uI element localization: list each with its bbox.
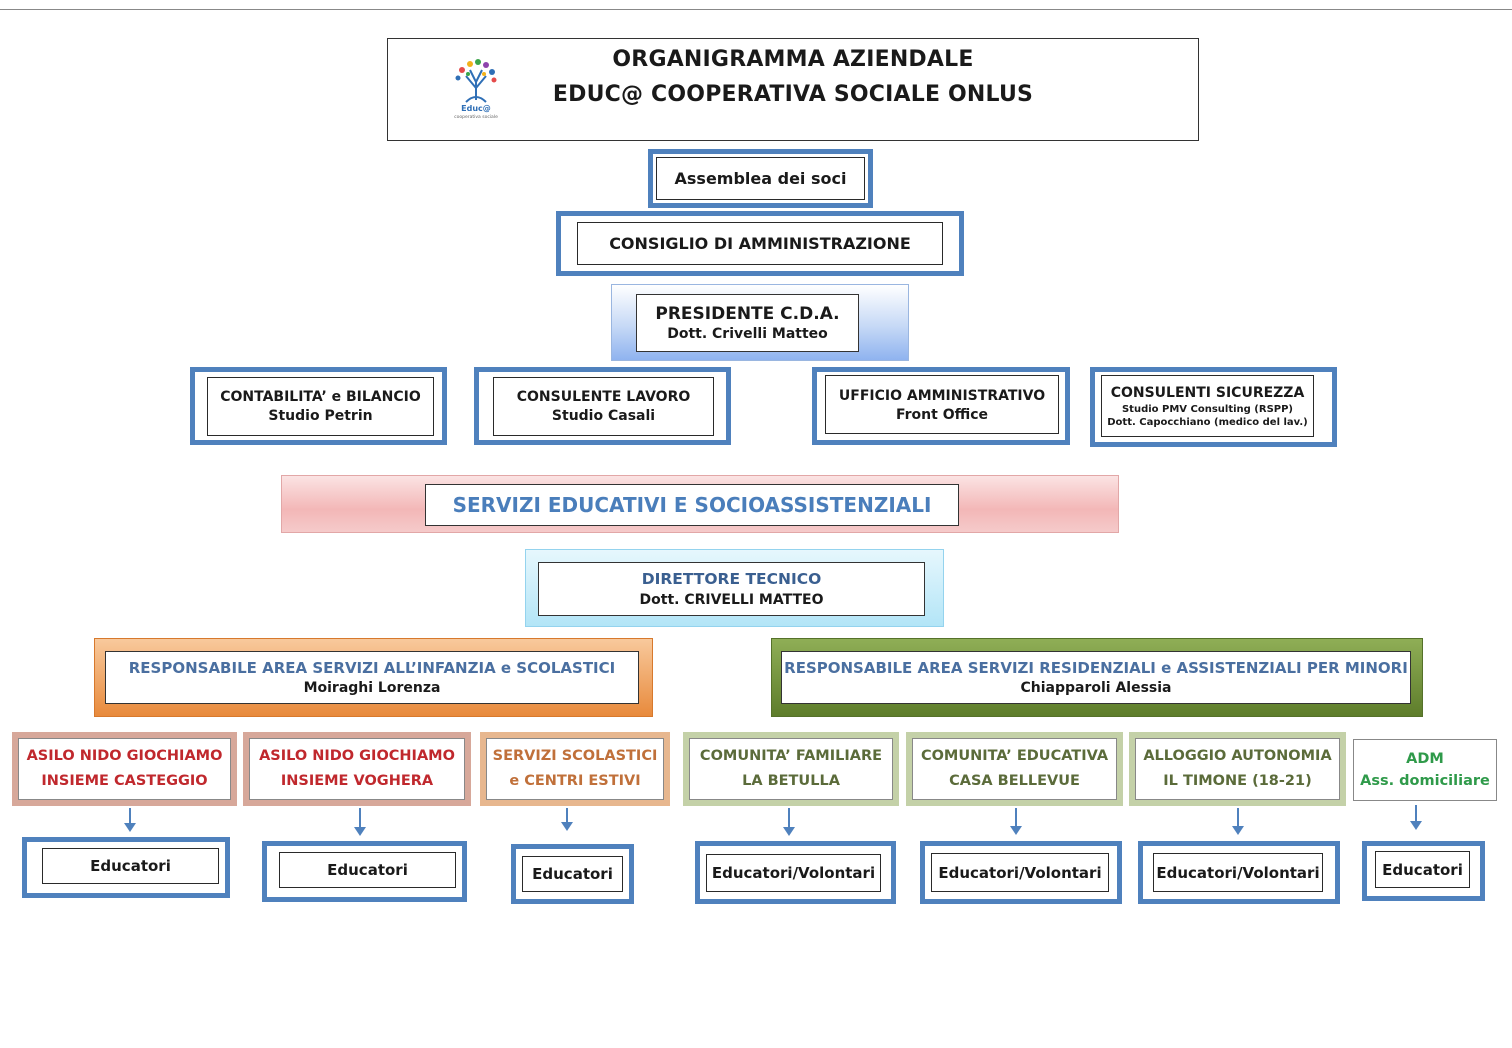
service-line-1: ASILO NIDO GIOCHIAMO [259,748,455,764]
staff-label: Educatori/Volontari [931,853,1109,892]
service-line-1: ALLOGGIO AUTONOMIA [1143,748,1332,764]
staff-label: Educatori [522,856,623,892]
consiglio-box: CONSIGLIO DI AMMINISTRAZIONE [556,211,964,276]
consiglio-label: CONSIGLIO DI AMMINISTRAZIONE [577,222,943,265]
service-box-il-timone: ALLOGGIO AUTONOMIA IL TIMONE (18-21) [1129,732,1346,806]
service-line-1: ASILO NIDO GIOCHIAMO [26,748,223,764]
arrow-down-icon [1232,826,1244,835]
arrow-down-icon [783,827,795,836]
service-line-2: LA BETULLA [742,773,840,789]
service-box-adm: ADM Ass. domiciliare [1353,739,1497,801]
presidente-box: PRESIDENTE C.D.A. Dott. Crivelli Matteo [611,284,909,361]
staff-title: CONSULENTE LAVORO [516,389,691,405]
service-line-1: COMUNITA’ FAMILIARE [699,748,883,764]
arrow-down-icon [1010,826,1022,835]
logo-subtext: cooperativa sociale [454,114,498,120]
staff-box-consulenti-sicurezza: CONSULENTI SICUREZZA Studio PMV Consulti… [1090,367,1337,447]
staff-sub: Front Office [895,407,989,423]
staff-label: Educatori [279,852,456,888]
arrow-down-icon [1410,821,1422,830]
top-rule [0,9,1512,10]
service-box-servizi-scolastici: SERVIZI SCOLASTICI e CENTRI ESTIVI [480,732,670,806]
area-title: RESPONSABILE AREA SERVIZI RESIDENZIALI e… [784,659,1408,677]
staff-box-educatori-volontari: Educatori/Volontari [695,841,896,904]
area-title: RESPONSABILE AREA SERVIZI ALL’INFANZIA e… [128,659,616,677]
arrow-connector [359,808,361,828]
chart-title: ORGANIGRAMMA AZIENDALE [612,47,974,72]
assemblea-label: Assemblea dei soci [656,157,865,200]
arrow-down-icon [354,827,366,836]
staff-label: Educatori/Volontari [706,854,881,892]
staff-sub-2: Dott. Capocchiano (medico del lav.) [1107,417,1308,428]
arrow-connector [788,808,790,828]
org-chart-header: ORGANIGRAMMA AZIENDALE EDUC@ COOPERATIVA… [387,38,1199,141]
staff-label: Educatori [42,848,219,884]
staff-title: CONSULENTI SICUREZZA [1110,385,1305,401]
service-box-asilo-casteggio: ASILO NIDO GIOCHIAMO INSIEME CASTEGGIO [12,732,237,806]
staff-sub: Studio Casali [551,408,656,424]
staff-title: UFFICIO AMMINISTRATIVO [838,388,1046,404]
servizi-band: SERVIZI EDUCATIVI E SOCIOASSISTENZIALI [281,475,1119,533]
direttore-name: Dott. CRIVELLI MATTEO [639,592,824,608]
arrow-connector [566,808,568,823]
area-box-residenziali: RESPONSABILE AREA SERVIZI RESIDENZIALI e… [771,638,1423,717]
service-line-2: e CENTRI ESTIVI [509,773,641,789]
service-line-2: IL TIMONE (18-21) [1163,773,1312,789]
staff-box-contabilita: CONTABILITA’ e BILANCIO Studio Petrin [190,367,447,445]
arrow-down-icon [561,822,573,831]
staff-box-ufficio-amministrativo: UFFICIO AMMINISTRATIVO Front Office [812,367,1070,445]
direttore-title: DIRETTORE TECNICO [641,570,822,588]
service-line-2: Ass. domiciliare [1360,773,1490,789]
arrow-connector [1015,808,1017,827]
staff-box-educatori-volontari: Educatori/Volontari [1138,841,1340,904]
staff-box-educatori: Educatori [262,841,467,902]
staff-box-educatori: Educatori [511,844,634,904]
assemblea-box: Assemblea dei soci [648,149,873,208]
staff-box-educatori-volontari: Educatori/Volontari [920,841,1122,904]
arrow-connector [1415,805,1417,822]
arrow-down-icon [124,823,136,832]
staff-label: Educatori/Volontari [1153,853,1323,892]
service-line-2: CASA BELLEVUE [949,773,1080,789]
staff-label: Educatori [1375,851,1470,888]
logo-text: Educ@ [461,104,491,113]
presidente-name: Dott. Crivelli Matteo [667,326,828,342]
arrow-connector [129,808,131,824]
staff-sub-1: Studio PMV Consulting (RSPP) [1121,404,1294,415]
company-name: EDUC@ COOPERATIVA SOCIALE ONLUS [552,82,1034,107]
direttore-box: DIRETTORE TECNICO Dott. CRIVELLI MATTEO [525,549,944,627]
area-manager: Chiapparoli Alessia [1020,680,1172,696]
service-line-1: ADM [1406,751,1444,767]
staff-box-educatori: Educatori [1362,841,1485,901]
staff-box-consulente-lavoro: CONSULENTE LAVORO Studio Casali [474,367,731,445]
service-box-asilo-voghera: ASILO NIDO GIOCHIAMO INSIEME VOGHERA [243,732,471,806]
servizi-label: SERVIZI EDUCATIVI E SOCIOASSISTENZIALI [425,484,959,526]
presidente-title: PRESIDENTE C.D.A. [655,304,840,324]
service-box-casa-bellevue: COMUNITA’ EDUCATIVA CASA BELLEVUE [906,732,1123,806]
arrow-connector [1237,808,1239,827]
area-manager: Moiraghi Lorenza [303,680,441,696]
area-box-infanzia: RESPONSABILE AREA SERVIZI ALL’INFANZIA e… [94,638,653,717]
staff-title: CONTABILITA’ e BILANCIO [220,389,421,405]
service-line-2: INSIEME CASTEGGIO [41,773,208,789]
educ-logo: Educ@ cooperativa sociale [454,59,498,120]
staff-box-educatori: Educatori [22,837,230,898]
service-line-2: INSIEME VOGHERA [280,773,434,789]
staff-sub: Studio Petrin [268,408,373,424]
service-box-la-betulla: COMUNITA’ FAMILIARE LA BETULLA [683,732,899,806]
service-line-1: SERVIZI SCOLASTICI [492,748,658,764]
service-line-1: COMUNITA’ EDUCATIVA [920,748,1109,764]
